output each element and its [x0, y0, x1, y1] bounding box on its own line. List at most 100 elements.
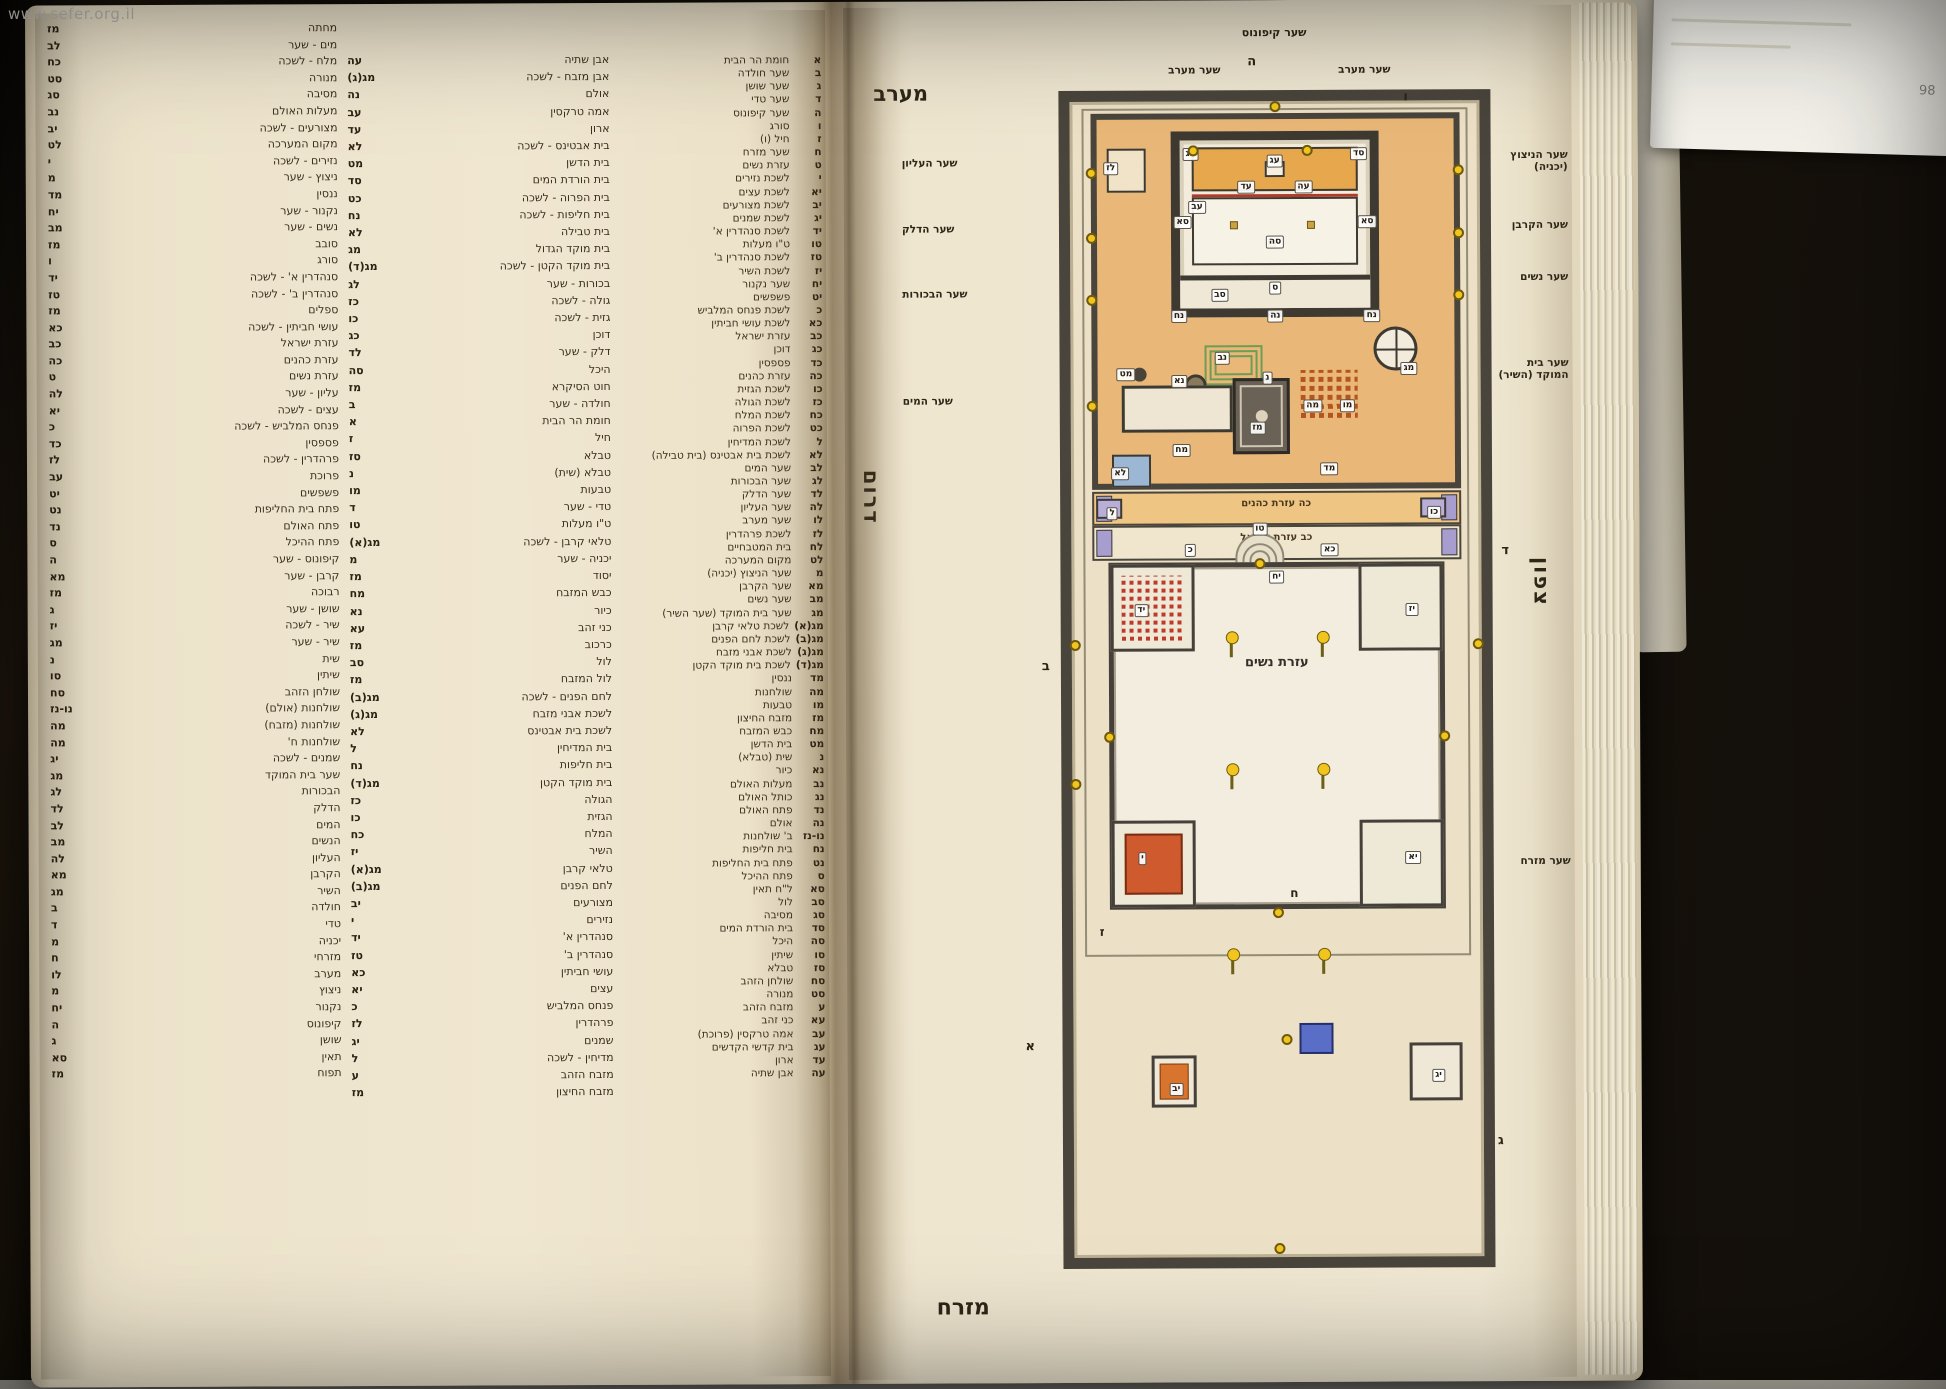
- legend-row: לט מקום המערכה: [551, 553, 824, 568]
- legend-label: שער הניצוץ (יכניה): [707, 567, 792, 580]
- index-row: עזרת נשים ט: [49, 369, 339, 387]
- index-label: סנהדרין א' - לשכה: [249, 270, 339, 284]
- legend-label: שער נשים: [747, 593, 792, 606]
- index-row: פספסין כד: [49, 435, 339, 453]
- legend-label: שער קיפונוס: [733, 106, 790, 120]
- index-code: לה: [50, 852, 65, 866]
- gate-label-maarav-right: שער מערב: [1338, 63, 1391, 76]
- legend-label: לשכת השיר: [738, 264, 791, 277]
- index-code: א: [348, 415, 357, 429]
- index-code: יד: [351, 931, 361, 945]
- legend-label: בית קדשי הקדשים: [711, 1040, 794, 1054]
- index-code: מז: [349, 570, 362, 584]
- index-code: כד: [48, 437, 62, 451]
- lamp-icon: [1230, 638, 1234, 657]
- altar-ramp: [1122, 385, 1234, 434]
- legend-row: א חומת הר הבית: [549, 54, 821, 68]
- index-code: נ: [49, 652, 55, 666]
- legend-code: מג: [811, 606, 824, 619]
- index-label: קרבן - שער: [284, 568, 340, 582]
- legend-label: כיור: [775, 764, 793, 777]
- plan-chip-kiyor: נא: [1170, 374, 1188, 388]
- legend-code: מג(א): [794, 619, 824, 632]
- legend-row: יא לשכת עצים: [550, 186, 822, 200]
- legend-row: מא שער הקרבן: [552, 580, 824, 594]
- gate-label-kiponus: שער קיפונוס: [1241, 25, 1307, 40]
- index-code: ז: [348, 432, 354, 446]
- legend-row: ז חיל (ו): [550, 133, 822, 147]
- legend-label: חיל (ו): [759, 133, 790, 146]
- index-row: עזרת כהנים כה: [49, 352, 339, 370]
- legend-code: לט: [809, 553, 824, 567]
- legend-code: עה: [811, 1067, 826, 1080]
- legend-column: א חומת הר הבית ב שער חולדה ג שער שושן: [549, 54, 826, 1081]
- compass-east: מזרח: [936, 1295, 990, 1321]
- legend-code: לח: [809, 540, 824, 553]
- legend-row: טז לשכת סנהדרין ב': [550, 251, 822, 265]
- legend-code: לג: [812, 475, 824, 488]
- index-label: שמנים - לשכה: [272, 751, 341, 765]
- index-code: נח: [350, 759, 363, 773]
- index-code: לב: [47, 38, 61, 53]
- plan-chip-pinchas: כ: [1184, 543, 1196, 557]
- index-code: לא: [350, 724, 365, 739]
- lamp-icon: [1230, 771, 1234, 790]
- index-label: עושי חביתין - לשכה: [248, 319, 339, 334]
- index-row: מנורה סט: [47, 70, 337, 88]
- legend-label: מעלות האולם: [729, 777, 793, 791]
- index-code: ל: [350, 742, 357, 756]
- legend-label: שער הדלק: [741, 488, 792, 501]
- index-row: מזבח החיצון מז: [352, 1083, 614, 1101]
- legend-code: מט: [809, 738, 825, 751]
- ezrat-kohanim-band: כה עזרת כהנים: [1091, 489, 1461, 527]
- legend-label: היכל: [772, 935, 794, 948]
- legend-code: כו: [813, 382, 823, 395]
- index-label: מסיבה: [306, 87, 338, 101]
- table-edge: [0, 1380, 1946, 1389]
- marker-east-corner: ג: [1497, 1133, 1504, 1149]
- legend-label: שער מזרח: [742, 146, 790, 159]
- legend-label: שער העליון: [740, 501, 792, 514]
- index-label: מקום המערכה: [267, 137, 338, 151]
- index-code: ו: [48, 254, 52, 268]
- legend-label: לשכת עושי חביתין: [711, 317, 791, 330]
- legend-row: יט פשפשים: [550, 291, 822, 305]
- index-code: נט: [49, 503, 62, 517]
- legend-row: סט מנורה: [553, 988, 825, 1002]
- index-label: הנשים: [311, 834, 341, 848]
- legend-row: נג כותל האולם: [552, 791, 824, 805]
- index-code: יב: [350, 897, 361, 911]
- index-label: ניצוץ - שער: [283, 170, 338, 184]
- index-label: העליון: [311, 850, 341, 864]
- index-row: עליון - שער לה: [49, 385, 339, 403]
- plan-chip-nanasin: מד: [1320, 461, 1339, 475]
- gate-label-moked: שער בית המוקד (השיר): [1498, 356, 1569, 382]
- legend-code: לו: [813, 514, 824, 527]
- index-code: כט: [347, 191, 362, 205]
- legend-code: ע: [818, 1001, 826, 1014]
- index-code: ג: [51, 1034, 57, 1048]
- legend-label: לשכת המדיחין: [727, 435, 791, 448]
- ezrat-nashim-label: עזרת נשים: [1244, 654, 1309, 671]
- legend-code: לב: [810, 461, 824, 474]
- chamber-seats: [1121, 575, 1185, 642]
- gate-label-mizrach: שער מזרח: [1520, 854, 1571, 868]
- index-label: ניצוץ: [318, 983, 342, 997]
- index-code: עה: [347, 54, 363, 68]
- legend-code: עב: [812, 1027, 826, 1040]
- index-code: מ: [51, 984, 60, 998]
- index-label: שיתין: [316, 668, 340, 682]
- index-code: נו-נז: [50, 702, 73, 716]
- index-code: מז: [51, 1067, 65, 1081]
- legend-label: כותל האולם: [738, 790, 793, 804]
- index-row: שולחנות (אולם) נו-נז: [50, 700, 340, 718]
- index-code: מ: [47, 171, 56, 185]
- legend-code: נו-נז: [802, 830, 825, 843]
- index-label: מים - שער: [288, 37, 338, 51]
- index-code: ב: [348, 398, 356, 412]
- legend-row: סו שיתין: [553, 949, 825, 963]
- index-code: מב: [47, 221, 63, 235]
- index-label: יכניה: [318, 933, 342, 947]
- legend-label: ננסין: [771, 672, 792, 685]
- index-row: סורג ו: [48, 252, 338, 270]
